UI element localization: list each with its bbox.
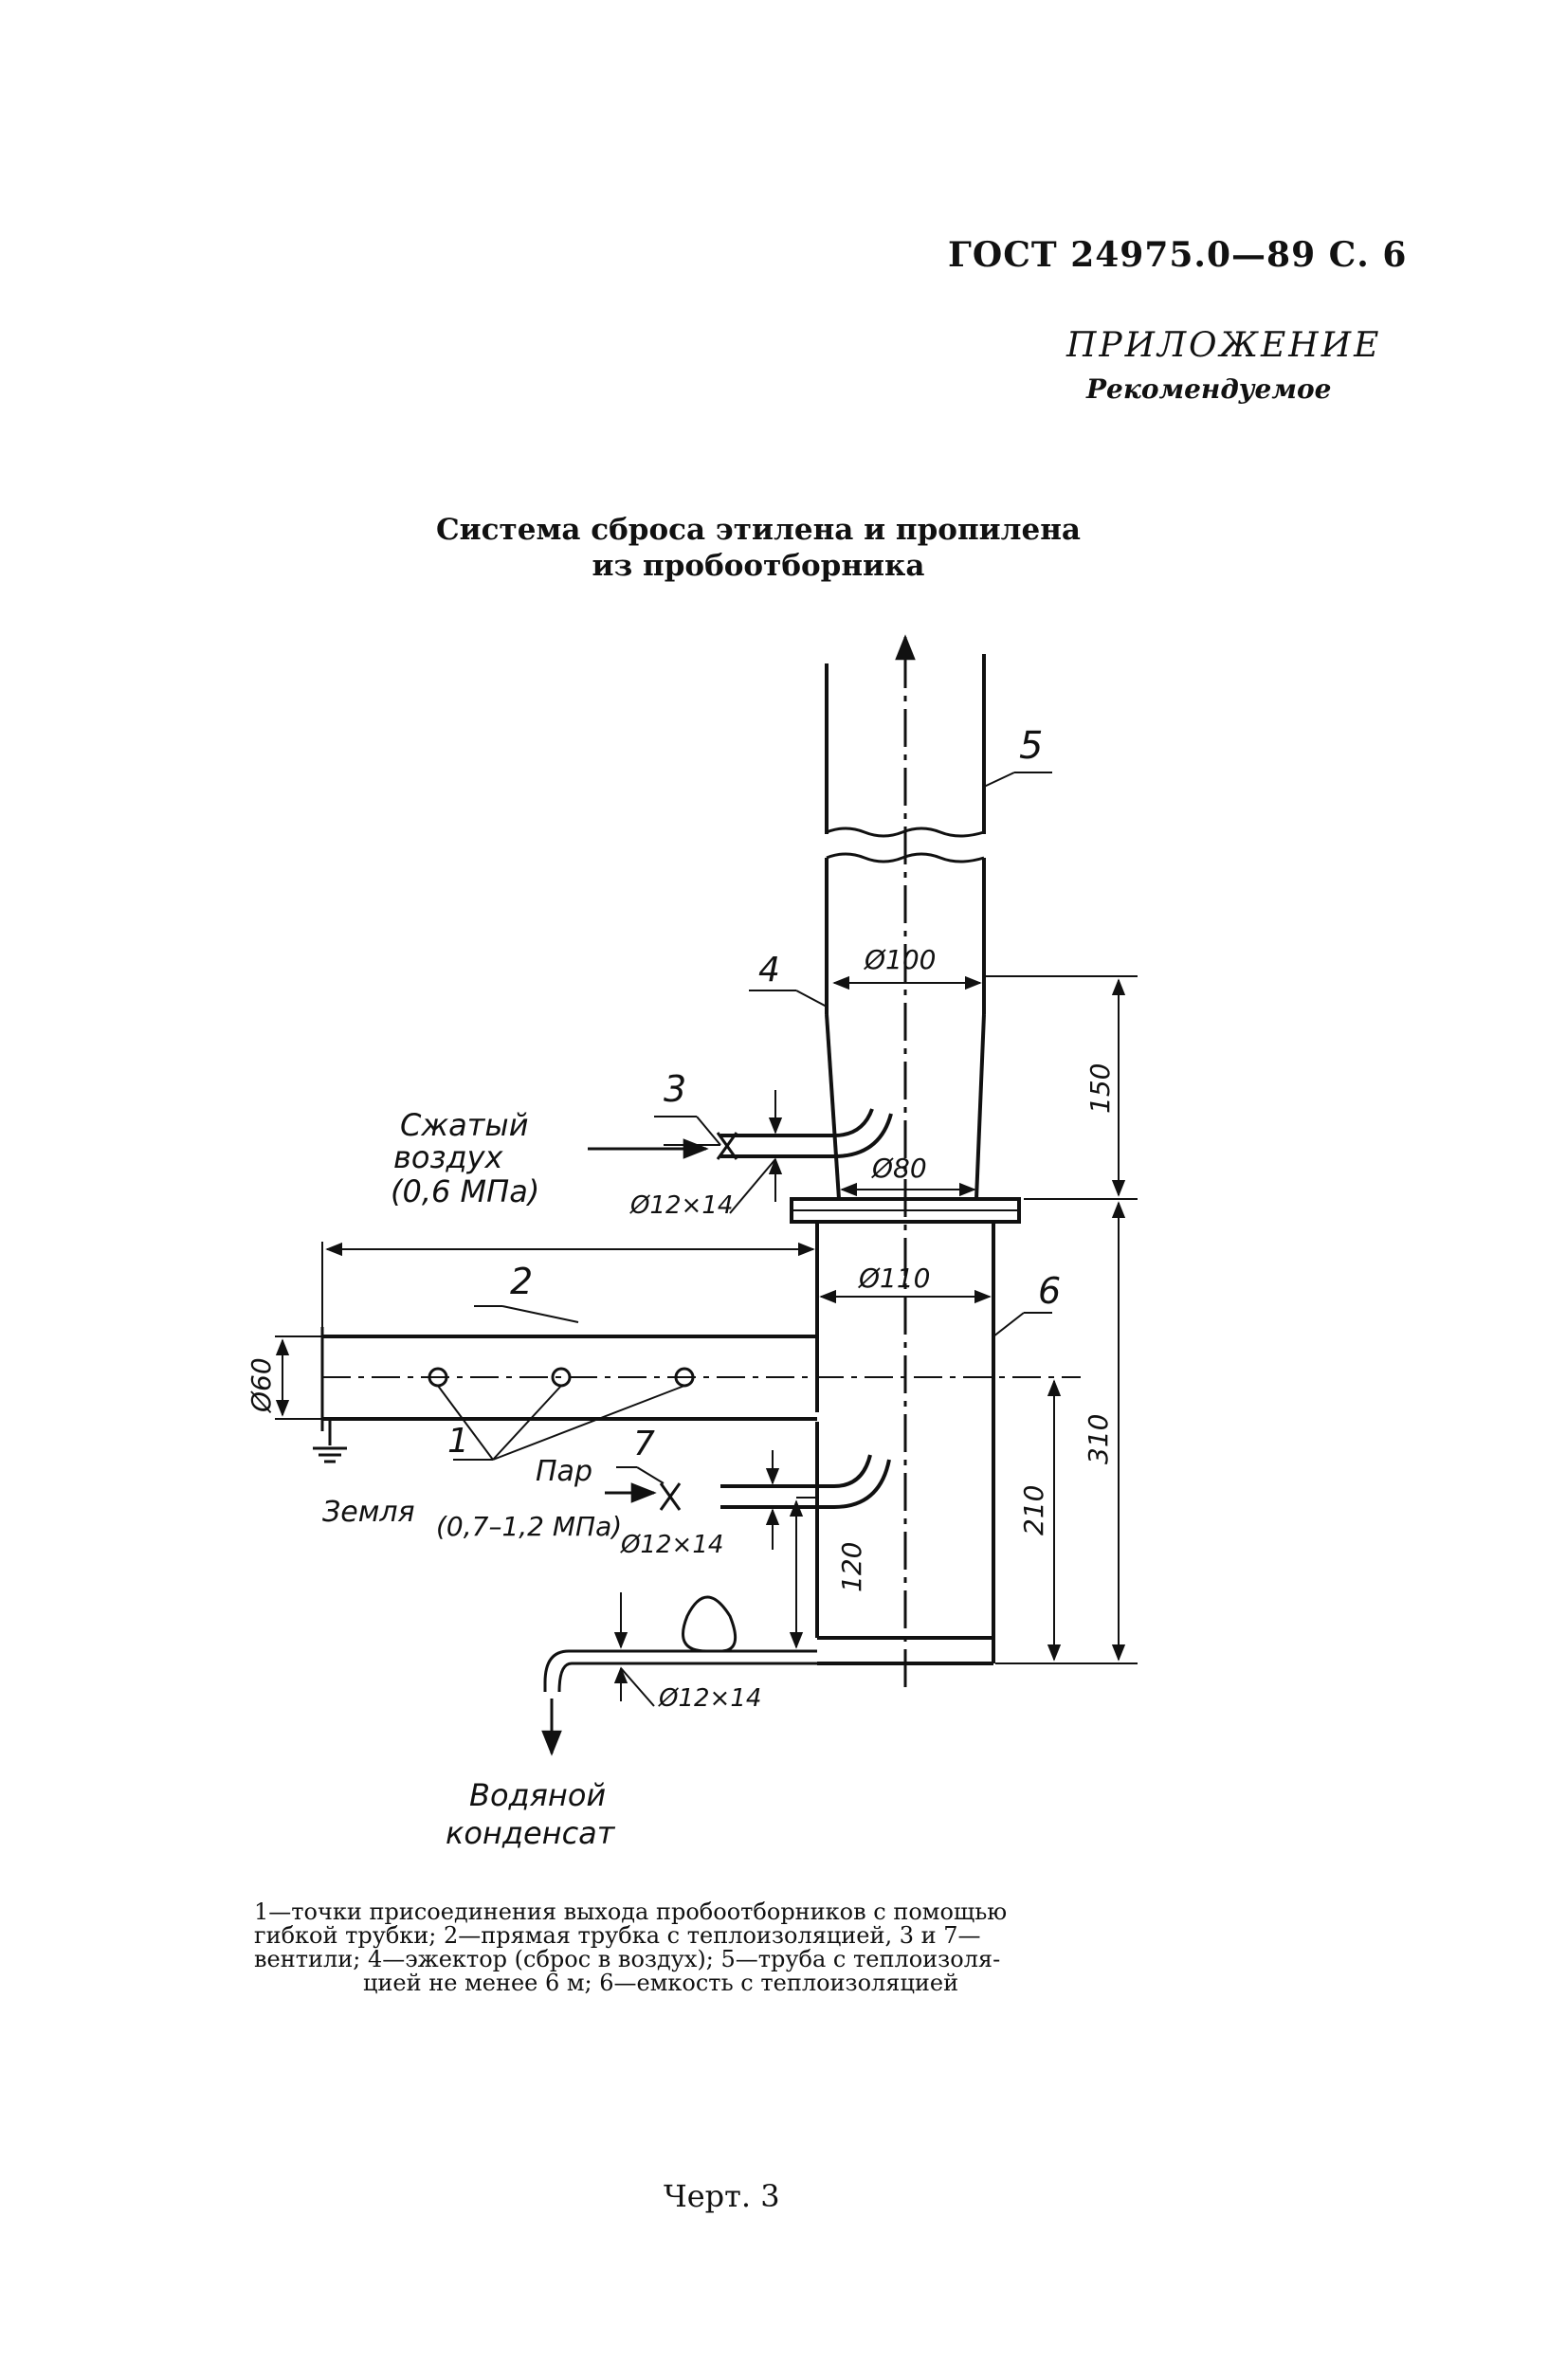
callout-7: 7: [633, 1425, 655, 1463]
figure-title-line-1: Система сброса этилена и пропилена: [435, 513, 1082, 547]
dim-d100: Ø100: [864, 944, 936, 975]
appendix-title: ПРИЛОЖЕНИЕ: [1066, 326, 1382, 365]
dim-150: 150: [1084, 1063, 1116, 1114]
callout-1: 1: [447, 1422, 469, 1461]
exhaust-pipe: [825, 654, 986, 863]
figure-title-line-2: из пробоотборника: [592, 549, 925, 583]
dim-120: 120: [836, 1542, 867, 1592]
dim-tube-steam: Ø12×14: [620, 1531, 723, 1559]
figure-number: Черт. 3: [664, 2178, 780, 2214]
label-air-1: Сжатый: [400, 1107, 528, 1143]
label-air-2: воздух: [393, 1139, 504, 1175]
document-code: ГОСТ 24975.0—89 С. 6: [948, 235, 1408, 275]
caption-line-3: вентили; 4—эжектор (сброс в воздух); 5—т…: [254, 1946, 1001, 1972]
valve-steam: [659, 1482, 682, 1511]
ejector: [825, 858, 986, 1200]
dim-310: 310: [1083, 1414, 1114, 1464]
label-ground: Земля: [322, 1496, 415, 1529]
label-water-1: Водяной: [469, 1777, 606, 1813]
steam-nozzle: [720, 1454, 891, 1509]
callout-4: 4: [758, 951, 780, 990]
valve-air: [716, 1132, 738, 1160]
callout-2: 2: [510, 1261, 533, 1302]
callout-6: 6: [1038, 1270, 1061, 1312]
label-water-2: конденсат: [446, 1815, 616, 1851]
callout-3: 3: [664, 1068, 686, 1110]
dim-tube-air: Ø12×14: [629, 1191, 733, 1220]
figure-caption: 1—точки присоединения выхода пробоотборн…: [254, 1900, 1202, 1995]
figure-title: Система сброса этилена и пропилена из пр…: [313, 512, 1204, 584]
caption-line-1: 1—точки присоединения выхода пробоотборн…: [254, 1899, 1008, 1925]
dim-d80: Ø80: [871, 1153, 927, 1184]
callout-5: 5: [1019, 724, 1043, 768]
label-steam: Пар: [536, 1455, 592, 1488]
dim-tube-drain: Ø12×14: [658, 1684, 761, 1713]
vessel: [815, 1222, 995, 1665]
drain-pipe: [543, 1595, 817, 1693]
dim-210: 210: [1018, 1485, 1049, 1535]
caption-line-4: цией не менее 6 м; 6—емкость с теплоизол…: [363, 1970, 959, 1996]
ground-symbol: [313, 1419, 347, 1463]
caption-line-2: гибкой трубки; 2—прямая трубка с теплоиз…: [254, 1922, 981, 1949]
label-steam-pressure: (0,7–1,2 МПа): [436, 1511, 622, 1542]
dim-d60: Ø60: [246, 1357, 277, 1413]
appendix-status: Рекомендуемое: [1086, 373, 1332, 405]
dim-d110: Ø110: [858, 1263, 930, 1294]
label-air-3: (0,6 МПа): [391, 1173, 539, 1209]
